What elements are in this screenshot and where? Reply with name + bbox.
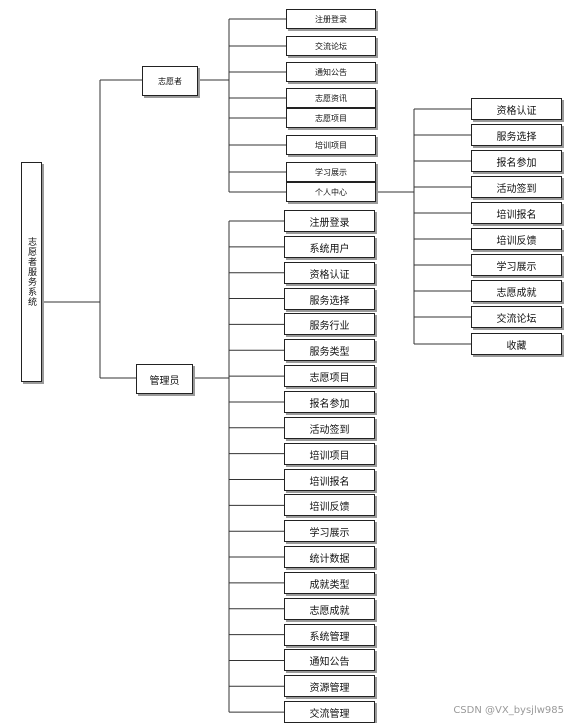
admin-item-16: 志愿成就 bbox=[284, 598, 375, 620]
root-node-volunteer-service-system: 志愿者服务系统 bbox=[21, 162, 42, 382]
volunteer-item-5: 志愿项目 bbox=[286, 108, 376, 128]
admin-item-1: 注册登录 bbox=[284, 210, 375, 232]
admin-item-19: 资源管理 bbox=[284, 675, 375, 697]
admin-item-4: 服务选择 bbox=[284, 288, 375, 310]
personal-center-item-7: 学习展示 bbox=[471, 254, 562, 276]
personal-center-item-3: 报名参加 bbox=[471, 150, 562, 172]
admin-item-17: 系统管理 bbox=[284, 624, 375, 646]
admin-item-5: 服务行业 bbox=[284, 313, 375, 335]
admin-item-2: 系统用户 bbox=[284, 236, 375, 258]
personal-center-item-1: 资格认证 bbox=[471, 98, 562, 120]
personal-center-item-4: 活动签到 bbox=[471, 176, 562, 198]
admin-item-12: 培训反馈 bbox=[284, 494, 375, 516]
admin-item-7: 志愿项目 bbox=[284, 365, 375, 387]
volunteer-item-7: 学习展示 bbox=[286, 162, 376, 182]
volunteer-item-1: 注册登录 bbox=[286, 9, 376, 29]
admin-item-14: 统计数据 bbox=[284, 546, 375, 568]
role-node-admin: 管理员 bbox=[136, 364, 193, 394]
role-node-volunteer: 志愿者 bbox=[142, 66, 198, 96]
admin-item-3: 资格认证 bbox=[284, 262, 375, 284]
admin-item-9: 活动签到 bbox=[284, 417, 375, 439]
volunteer-item-3: 通知公告 bbox=[286, 62, 376, 82]
admin-item-15: 成就类型 bbox=[284, 572, 375, 594]
admin-item-10: 培训项目 bbox=[284, 443, 375, 465]
watermark: CSDN @VX_bysjlw985 bbox=[453, 705, 564, 716]
personal-center-item-5: 培训报名 bbox=[471, 202, 562, 224]
admin-item-13: 学习展示 bbox=[284, 520, 375, 542]
admin-item-20: 交流管理 bbox=[284, 701, 375, 723]
personal-center-item-10: 收藏 bbox=[471, 333, 562, 355]
admin-item-6: 服务类型 bbox=[284, 339, 375, 361]
volunteer-item-4: 志愿资讯 bbox=[286, 88, 376, 108]
volunteer-item-6: 培训项目 bbox=[286, 135, 376, 155]
volunteer-item-2: 交流论坛 bbox=[286, 36, 376, 56]
personal-center-item-2: 服务选择 bbox=[471, 124, 562, 146]
admin-item-11: 培训报名 bbox=[284, 469, 375, 491]
admin-item-18: 通知公告 bbox=[284, 649, 375, 671]
personal-center-item-8: 志愿成就 bbox=[471, 280, 562, 302]
personal-center-item-9: 交流论坛 bbox=[471, 306, 562, 328]
personal-center-item-6: 培训反馈 bbox=[471, 228, 562, 250]
admin-item-8: 报名参加 bbox=[284, 391, 375, 413]
volunteer-item-8: 个人中心 bbox=[286, 182, 376, 202]
